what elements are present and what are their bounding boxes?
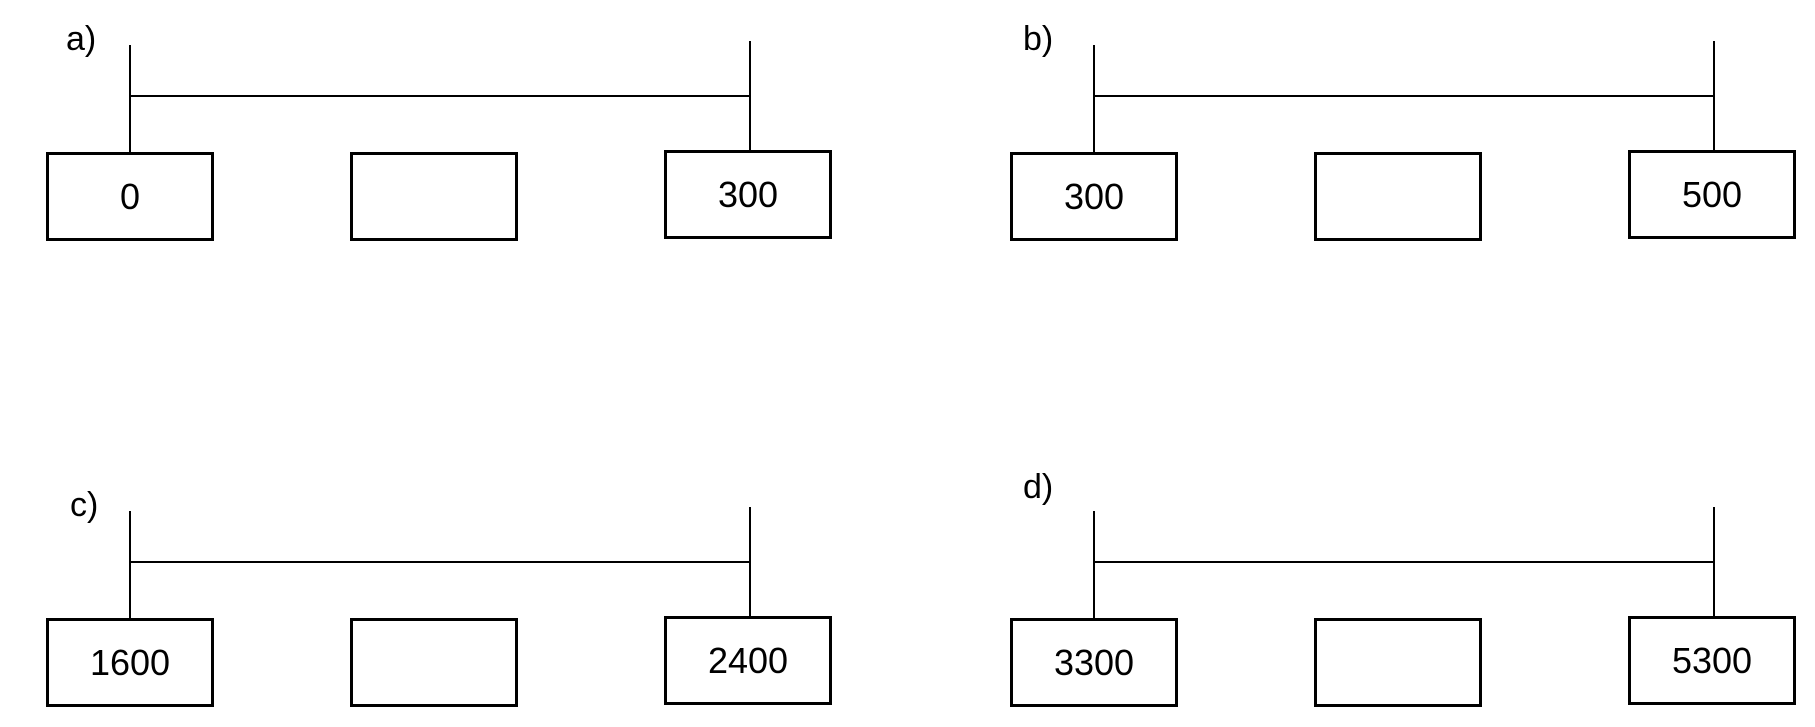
number-line	[1093, 561, 1714, 563]
right-value-box: 300	[664, 150, 832, 239]
number-line	[129, 95, 750, 97]
right-value: 300	[717, 173, 779, 215]
number-line-panel-d: d) 3300 5300	[908, 466, 1808, 726]
right-value: 5300	[1671, 639, 1753, 681]
left-tick	[1093, 511, 1095, 618]
number-line-panel-b: b) 300 500	[908, 0, 1808, 260]
right-tick	[1713, 507, 1715, 616]
left-value: 300	[1063, 175, 1125, 217]
panel-label: c)	[70, 486, 99, 524]
panel-label: a)	[66, 20, 97, 58]
number-line	[129, 561, 750, 563]
right-value-box: 500	[1628, 150, 1796, 239]
middle-value-box[interactable]	[1314, 152, 1482, 241]
left-value-box: 3300	[1010, 618, 1178, 707]
right-value-box: 5300	[1628, 616, 1796, 705]
middle-value-box[interactable]	[350, 152, 518, 241]
left-tick	[129, 45, 131, 152]
right-value-box: 2400	[664, 616, 832, 705]
panel-label: b)	[1023, 20, 1054, 58]
number-line-panel-a: a) 0 300	[0, 0, 900, 260]
right-tick	[1713, 41, 1715, 150]
right-value: 500	[1681, 173, 1743, 215]
left-tick	[1093, 45, 1095, 152]
left-value-box: 300	[1010, 152, 1178, 241]
middle-value-box[interactable]	[350, 618, 518, 707]
number-line-panel-c: c) 1600 2400	[0, 466, 900, 726]
panel-label: d)	[1023, 468, 1054, 506]
right-tick	[749, 41, 751, 150]
left-value: 3300	[1053, 641, 1135, 683]
left-value-box: 0	[46, 152, 214, 241]
right-value: 2400	[707, 639, 789, 681]
left-value-box: 1600	[46, 618, 214, 707]
left-value: 0	[119, 175, 141, 217]
left-tick	[129, 511, 131, 618]
right-tick	[749, 507, 751, 616]
middle-value-box[interactable]	[1314, 618, 1482, 707]
number-line	[1093, 95, 1714, 97]
left-value: 1600	[89, 641, 171, 683]
